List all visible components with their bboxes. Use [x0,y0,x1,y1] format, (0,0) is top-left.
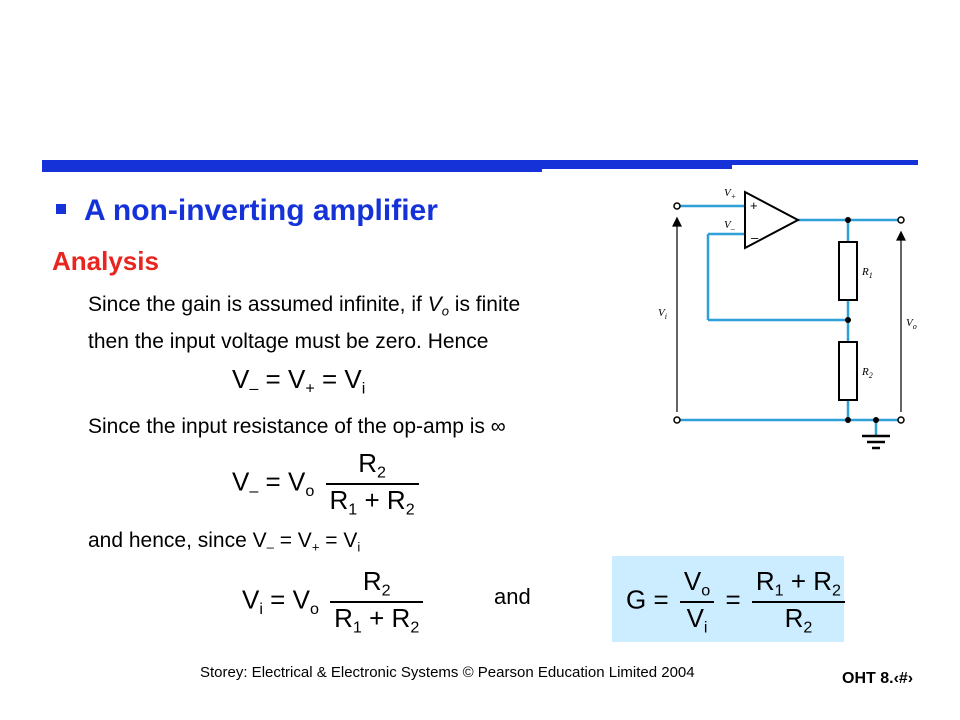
fraction: R2 R1 + R2 [325,448,419,519]
vo-label: Vo [906,317,917,331]
circuit-wires [680,204,898,436]
circuit-diagram: V+ V– R1 R2 Vi Vo + – [658,187,917,450]
resistor-r1 [838,241,858,301]
paragraph-hence: and hence, since V– = V+ = Vi [88,529,361,555]
equation-virtual-short: V– = V+ = Vi [232,364,366,398]
vi-label: Vi [658,307,667,321]
section-heading: Analysis [52,246,159,276]
gain-equation-box [612,556,844,642]
resistor-r2 [838,341,858,401]
infinity-symbol: ∞ [490,415,506,438]
v-minus-label: V– [724,219,736,233]
terminal-icons [673,202,905,424]
page-number: OHT 8.‹#› [842,670,914,687]
paragraph-input-resistance: Since the input resistance of the op-amp… [88,415,506,438]
square-bullet-icon [56,204,66,214]
footer-credit: Storey: Electrical & Electronic Systems … [200,664,695,681]
ground-icon [862,434,890,450]
equation-vi: Vi = Vo R2 R1 + R2 [242,566,427,637]
voltage-arrows [672,216,906,412]
slide-title: A non-inverting amplifier [56,194,438,228]
equation-gain: G = Vo Vi = R1 + R2 R2 [626,566,849,637]
header-bar-mid [542,160,732,169]
plus-terminal: + [750,198,758,213]
header-bar-end [732,160,918,165]
op-amp-icon [744,190,801,250]
and-word: and [494,584,531,609]
equation-divider: V– = Vo R2 R1 + R2 [232,448,423,519]
fraction: Vo Vi [679,566,715,637]
r1-label: R1 [861,266,873,280]
paragraph-gain: Since the gain is assumed infinite, if V… [88,293,521,353]
header-bar [42,160,542,172]
v-plus-label: V+ [724,187,736,201]
minus-terminal: – [751,230,759,245]
fraction: R1 + R2 R2 [751,566,846,637]
r2-label: R2 [861,366,873,380]
junction-dots [845,217,879,423]
fraction: R2 R1 + R2 [330,566,424,637]
